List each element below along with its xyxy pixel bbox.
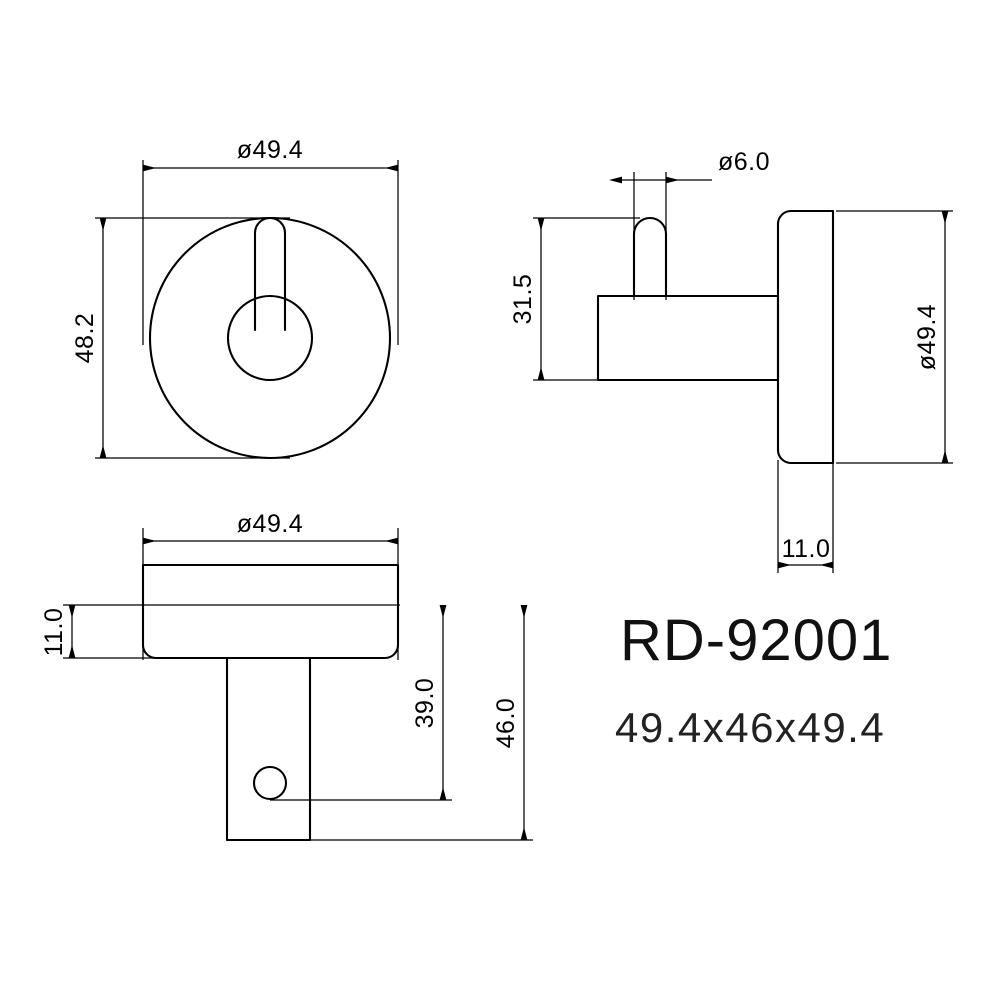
- side-arm-body: [596, 294, 780, 382]
- front-view: ø49.4 48.2: [71, 136, 399, 460]
- front-width-dimension: ø49.4: [142, 136, 399, 345]
- overall-length-dimension-label: 46.0: [492, 698, 520, 749]
- overall-size-label: 49.4x46x49.4: [615, 704, 885, 751]
- front-keyhole-bore-circle: [226, 294, 314, 382]
- arm-length-dimension: 39.0: [270, 605, 452, 801]
- top-arm-outline: [225, 656, 312, 842]
- post-height-dimension: 31.5: [509, 217, 640, 381]
- front-keyhole-slot: [253, 217, 287, 332]
- side-wall-plate-outline: [776, 209, 835, 465]
- arm-length-dimension-label: 39.0: [411, 678, 439, 729]
- front-escutcheon-outer-circle: [148, 216, 392, 460]
- title-block: RD-92001 49.4x46x49.4: [615, 608, 892, 751]
- side-hook-post: [632, 216, 668, 298]
- plate-width-dimension-label: ø49.4: [237, 510, 303, 538]
- post-diameter-dimension: ø6.0: [609, 148, 770, 300]
- plate-thickness-dimension: 11.0: [777, 460, 834, 573]
- part-number-label: RD-92001: [620, 608, 892, 673]
- plate-diameter-dimension: ø49.4: [836, 210, 953, 464]
- overall-length-dimension: 46.0: [310, 605, 533, 841]
- plate-thickness-dimension-label: 11.0: [782, 535, 831, 563]
- side-view: ø6.0 31.5 ø49.4 11.0: [509, 148, 953, 573]
- top-view: ø49.4 11.0 39.0 46.0: [40, 510, 533, 842]
- plate-depth-dimension: 11.0: [40, 604, 400, 659]
- top-fixing-hole-circle: [252, 765, 288, 801]
- plate-depth-dimension-label: 11.0: [40, 608, 68, 657]
- post-diameter-dimension-label: ø6.0: [718, 148, 770, 176]
- front-height-dimension-label: 48.2: [71, 313, 99, 364]
- plate-diameter-dimension-label: ø49.4: [913, 304, 941, 370]
- top-plate-outline: [141, 563, 400, 660]
- front-width-dimension-label: ø49.4: [237, 136, 303, 164]
- plate-width-dimension: ø49.4: [142, 510, 399, 660]
- front-height-dimension: 48.2: [71, 217, 290, 459]
- post-height-dimension-label: 31.5: [509, 274, 537, 325]
